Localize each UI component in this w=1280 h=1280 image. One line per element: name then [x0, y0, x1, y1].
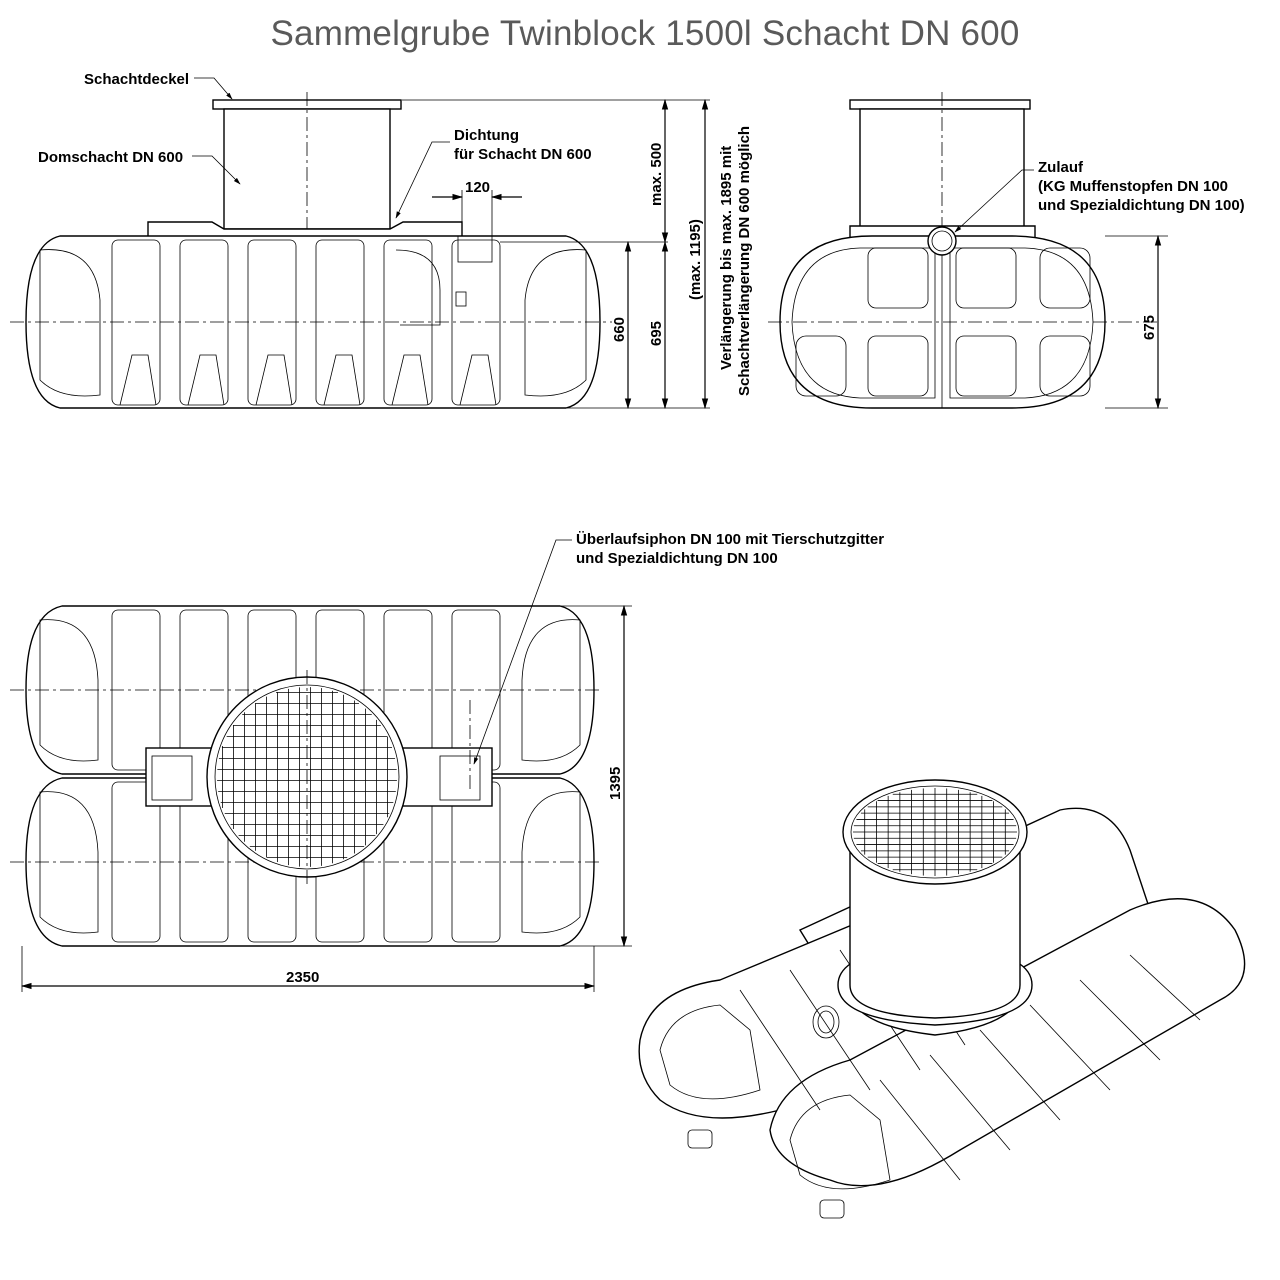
label-zulauf-2: (KG Muffenstopfen DN 100 [1038, 178, 1228, 195]
label-dichtung-2: für Schacht DN 600 [454, 146, 592, 163]
dim-1395: 1395 [607, 767, 624, 800]
dim-max500: max. 500 [648, 143, 665, 206]
dim-675: 675 [1141, 315, 1158, 340]
isometric-view [638, 779, 1246, 1219]
front-view: 675 Zulauf (KG Muffenstopfen DN 100 und … [768, 92, 1245, 410]
label-ueberlauf-1: Überlaufsiphon DN 100 mit Tierschutzgitt… [576, 531, 884, 548]
label-dichtung-1: Dichtung [454, 127, 519, 144]
shaft-cover-front [849, 99, 1031, 110]
dim-120: 120 [465, 179, 490, 196]
label-zulauf-1: Zulauf [1038, 159, 1084, 176]
label-ueberlauf-2: und Spezialdichtung DN 100 [576, 550, 778, 567]
dim-2350: 2350 [286, 969, 319, 986]
side-view: 120 660 695 max. 500 (max. 1195) Verläng… [10, 71, 753, 410]
label-verlaengerung-2: Schachtverlängerung DN 600 möglich [736, 126, 753, 396]
label-zulauf-3: und Spezialdichtung DN 100) [1038, 197, 1245, 214]
label-schachtdeckel: Schachtdeckel [84, 71, 189, 88]
label-domschacht: Domschacht DN 600 [38, 149, 183, 166]
label-verlaengerung-1: Verlängerung bis max. 1895 mit [718, 146, 735, 370]
iso-tank-right [769, 898, 1246, 1187]
dim-695: 695 [648, 321, 665, 346]
top-view: 1395 2350 Überlaufsiphon DN 100 mit Tier… [10, 531, 884, 992]
dim-max1195: (max. 1195) [687, 219, 704, 300]
page-title: Sammelgrube Twinblock 1500l Schacht DN 6… [270, 14, 1020, 53]
dim-660: 660 [611, 317, 628, 342]
tank-front [779, 235, 1106, 409]
